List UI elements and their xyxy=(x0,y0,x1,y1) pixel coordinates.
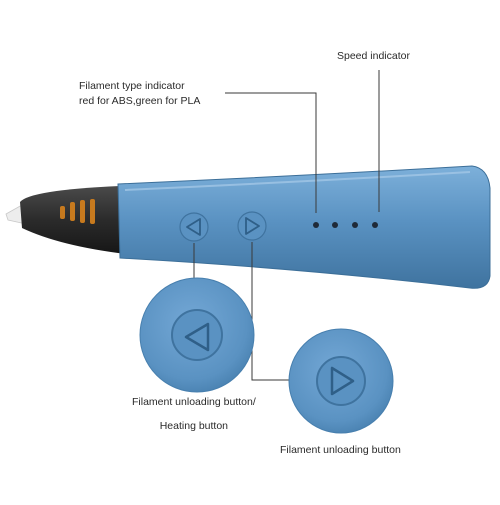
unload-heat-label-line2: Heating button xyxy=(159,420,229,432)
filament-type-label-line2: red for ABS,green for PLA xyxy=(79,95,201,107)
speed-led xyxy=(372,222,378,228)
unload-heat-label-line1: Filament unloading button/ xyxy=(132,396,256,408)
zoom-unload-button xyxy=(288,328,394,434)
zoom-right-triangle-icon xyxy=(330,366,355,396)
unload-button-label: Filament unloading button xyxy=(280,444,401,456)
right-triangle-button-icon xyxy=(245,217,260,235)
left-triangle-button[interactable] xyxy=(179,212,209,242)
pen-body xyxy=(117,165,491,289)
filament-type-label: Filament type indicator red for ABS,gree… xyxy=(79,79,200,109)
zoom-unload-heat-button xyxy=(139,277,255,393)
left-triangle-button-icon xyxy=(186,218,201,236)
speed-indicator-leds xyxy=(313,222,378,228)
leader-filament-type xyxy=(225,92,317,213)
leader-lines xyxy=(193,70,380,381)
speed-led xyxy=(352,222,358,228)
right-triangle-button[interactable] xyxy=(237,211,267,241)
unload-heat-label: Filament unloading button/ Heating butto… xyxy=(132,395,256,434)
speed-led xyxy=(313,222,319,228)
filament-type-label-line1: Filament type indicator xyxy=(79,80,185,92)
zoom-left-triangle-icon xyxy=(184,322,210,352)
leader-unload xyxy=(251,242,295,381)
pen-body-highlight xyxy=(124,171,471,191)
speed-led xyxy=(332,222,338,228)
nozzle-vents xyxy=(60,199,95,224)
speed-indicator-label: Speed indicator xyxy=(337,50,410,62)
